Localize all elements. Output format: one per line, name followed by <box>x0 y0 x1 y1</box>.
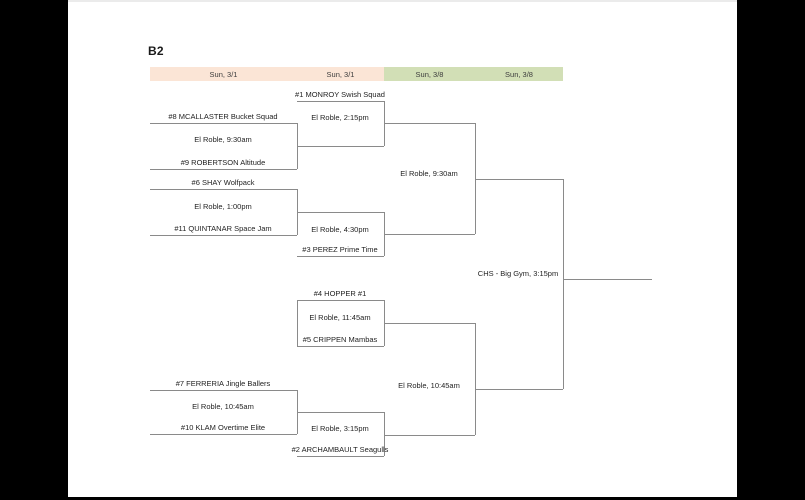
bracket-line <box>297 212 384 213</box>
team-3-perez: #3 PEREZ Prime Time <box>302 245 378 254</box>
bracket-line <box>297 456 384 457</box>
bracket-line <box>475 389 563 390</box>
venue-r2-game2: El Roble, 4:30pm <box>311 225 369 234</box>
header-date-label: Sun, 3/1 <box>209 69 238 79</box>
team-4-hopper: #4 HOPPER #1 <box>313 289 367 298</box>
team-9-robertson: #9 ROBERTSON Altitude <box>180 158 266 167</box>
team-1-monroy: #1 MONROY Swish Squad <box>295 90 385 99</box>
bracket-line <box>384 123 475 124</box>
header-date-semifinals: Sun, 3/8 <box>384 67 475 81</box>
venue-r2-game4: El Roble, 3:15pm <box>311 424 369 433</box>
venue-r1-game1: El Roble, 9:30am <box>194 135 252 144</box>
champion-line <box>563 279 652 280</box>
bracket-line <box>150 189 297 190</box>
header-date-round2: Sun, 3/1 <box>297 67 384 81</box>
venue-semifinal-2: El Roble, 10:45am <box>398 381 460 390</box>
bracket-connector <box>297 123 298 169</box>
bracket-title: B2 <box>148 44 164 58</box>
bracket-connector <box>563 179 564 389</box>
bracket-connector <box>475 323 476 435</box>
bracket-connector <box>384 101 385 146</box>
bracket-line <box>150 235 297 236</box>
team-11-quintanar: #11 QUINTANAR Space Jam <box>174 224 272 233</box>
venue-r2-game3: El Roble, 11:45am <box>309 313 371 322</box>
header-date-label: Sun, 3/8 <box>415 69 444 79</box>
team-10-klam: #10 KLAM Overtime Elite <box>180 423 266 432</box>
team-2-archambault: #2 ARCHAMBAULT Seagulls <box>291 445 389 454</box>
bracket-line <box>297 101 384 102</box>
header-date-label: Sun, 3/1 <box>326 69 355 79</box>
bracket-line <box>297 346 384 347</box>
team-8-mcallaster: #8 MCALLASTER Bucket Squad <box>168 112 278 121</box>
header-date-round1: Sun, 3/1 <box>150 67 297 81</box>
header-date-final: Sun, 3/8 <box>475 67 563 81</box>
bracket-page <box>68 2 737 497</box>
bracket-line <box>297 256 384 257</box>
bracket-line <box>297 300 384 301</box>
venue-r1-game3: El Roble, 10:45am <box>192 402 254 411</box>
bracket-connector <box>384 212 385 256</box>
bracket-connector <box>384 300 385 346</box>
top-strip <box>68 0 737 2</box>
bracket-line <box>384 234 475 235</box>
bracket-line <box>150 169 297 170</box>
bracket-connector <box>384 412 385 456</box>
bracket-line <box>297 146 384 147</box>
bracket-line <box>150 123 297 124</box>
bracket-connector <box>475 123 476 234</box>
team-5-crippen: #5 CRIPPEN Mambas <box>302 335 378 344</box>
header-date-label: Sun, 3/8 <box>505 69 533 79</box>
bracket-connector <box>297 300 298 346</box>
bracket-line <box>384 323 475 324</box>
venue-r2-game1: El Roble, 2:15pm <box>311 113 369 122</box>
team-7-ferreria: #7 FERRERIA Jingle Ballers <box>175 379 271 388</box>
venue-semifinal-1: El Roble, 9:30am <box>400 169 458 178</box>
venue-final: CHS - Big Gym, 3:15pm <box>477 269 559 278</box>
bracket-line <box>475 179 563 180</box>
bracket-line <box>384 435 475 436</box>
bracket-line <box>297 412 384 413</box>
bracket-connector <box>297 189 298 235</box>
venue-r1-game2: El Roble, 1:00pm <box>194 202 252 211</box>
bracket-line <box>150 390 297 391</box>
bracket-connector <box>297 390 298 434</box>
team-6-shay: #6 SHAY Wolfpack <box>191 178 255 187</box>
bracket-line <box>150 434 297 435</box>
